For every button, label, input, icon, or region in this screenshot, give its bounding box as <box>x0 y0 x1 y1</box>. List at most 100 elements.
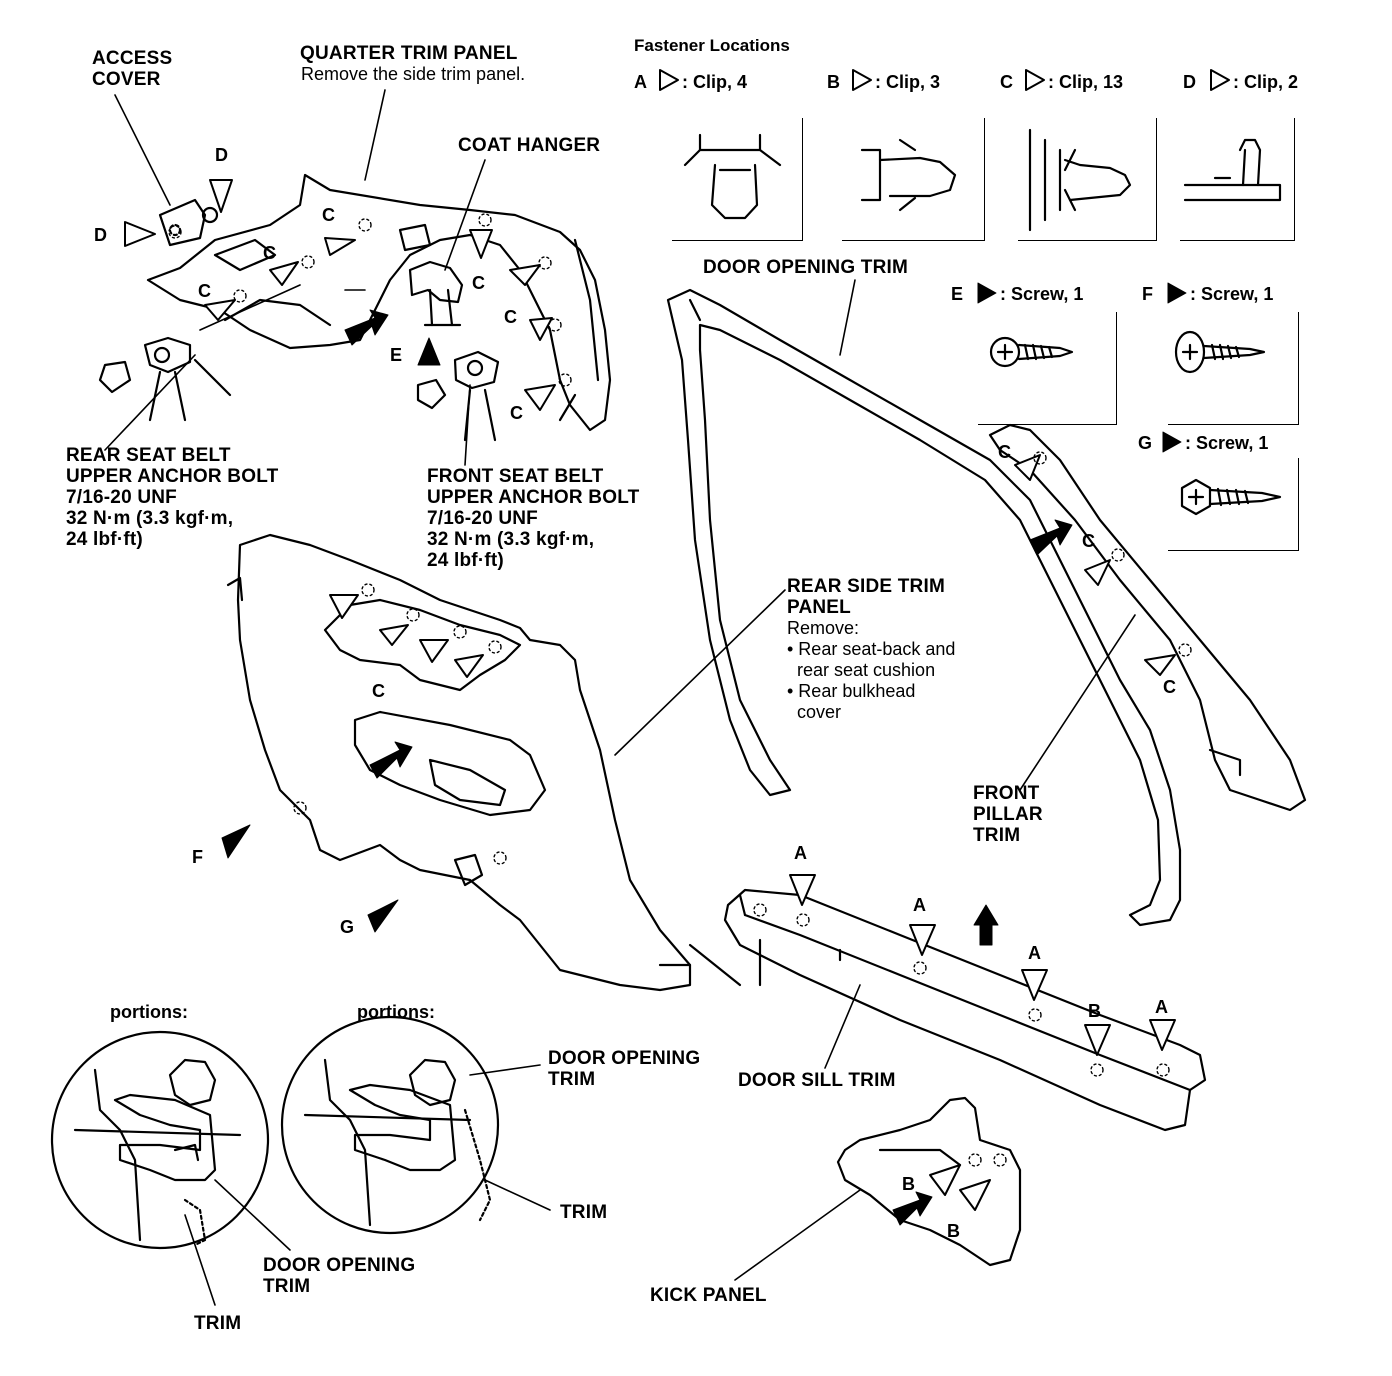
coat-hanger <box>408 260 464 327</box>
clip-a-box <box>672 118 803 241</box>
kick-panel <box>836 948 1022 1267</box>
part-letter-d: D <box>215 145 228 165</box>
screw-g-letter: G <box>1138 433 1153 453</box>
detail-left-trim-label: TRIM <box>194 1313 242 1334</box>
front-pillar-trim-label-3: TRIM <box>973 825 1021 846</box>
screw-triangles <box>221 282 1187 1226</box>
screw-f-label: : Screw, 1 <box>1190 284 1274 304</box>
part-letter-c: C <box>510 403 523 423</box>
access-cover <box>158 198 219 247</box>
door-opening-trim-label: DOOR OPENING TRIM <box>703 257 909 278</box>
clip-d-letter: D <box>1183 72 1196 92</box>
part-letter-c: C <box>1082 531 1095 551</box>
part-letter-a: A <box>794 843 807 863</box>
clip-c-letter: C <box>1000 72 1013 92</box>
screw-e-drawing <box>989 336 1074 368</box>
rear-seat-belt-anchor <box>98 336 232 422</box>
part-letter-c: C <box>472 273 485 293</box>
door-sill-trim <box>688 888 1207 1132</box>
rear-side-trim-panel-label-1: REAR SIDE TRIM <box>787 576 945 597</box>
clip-b-drawing <box>860 138 957 212</box>
rear-seat-belt-label-1: REAR SEAT BELT <box>66 445 231 466</box>
portions-right-label: portions: <box>357 1002 435 1022</box>
part-letter-c: C <box>504 307 517 327</box>
front-seat-belt-anchor <box>416 350 500 442</box>
clip-c-drawing <box>1028 128 1132 232</box>
part-letter-d: D <box>94 225 107 245</box>
door-sill-trim-label: DOOR SILL TRIM <box>738 1070 896 1091</box>
part-letter-e: E <box>390 345 403 365</box>
part-letter-c: C <box>1163 677 1176 697</box>
rear-side-trim-panel-note-1: Remove: <box>787 618 860 638</box>
clip-c-label: : Clip, 13 <box>1048 72 1124 92</box>
clip-a-label: : Clip, 4 <box>682 72 748 92</box>
rear-seat-belt-label-2: UPPER ANCHOR BOLT <box>66 466 279 487</box>
front-seat-belt-label-1: FRONT SEAT BELT <box>427 466 604 487</box>
part-letter-g: G <box>340 917 355 937</box>
front-pillar-trim-label-1: FRONT <box>973 783 1040 804</box>
clip-d-label: : Clip, 2 <box>1233 72 1299 92</box>
part-letter-c: C <box>998 442 1011 462</box>
screw-e-box <box>978 312 1117 425</box>
part-letter-c: C <box>372 681 385 701</box>
clip-b-label: : Clip, 3 <box>875 72 941 92</box>
part-letter-a: A <box>1028 943 1041 963</box>
screw-e-label: : Screw, 1 <box>1000 284 1084 304</box>
front-seat-belt-label-2: UPPER ANCHOR BOLT <box>427 487 640 508</box>
rear-side-trim-panel-label-2: PANEL <box>787 597 851 618</box>
front-pillar-trim-label-2: PILLAR <box>973 804 1043 825</box>
rear-side-trim-panel <box>226 533 692 992</box>
clip-triangles <box>124 69 1230 1211</box>
rear-side-trim-panel-note-2: • Rear seat-back and <box>787 639 956 659</box>
clip-c-box <box>1018 118 1157 241</box>
rear-side-trim-panel-note-5: cover <box>787 702 842 722</box>
detail-left-door-opening-trim-label-2: TRIM <box>263 1276 311 1297</box>
clip-d-drawing <box>1183 138 1282 202</box>
part-letter-f: F <box>192 847 203 867</box>
screw-g-label: : Screw, 1 <box>1185 433 1269 453</box>
coat-hanger-label: COAT HANGER <box>458 135 601 156</box>
fastener-legend-title: Fastener Locations <box>634 36 790 55</box>
access-cover-label-1: ACCESS <box>92 48 173 69</box>
detail-right-door-opening-trim-label-1: DOOR OPENING <box>548 1048 701 1069</box>
portions-left-label: portions: <box>110 1002 188 1022</box>
part-letter-c: C <box>198 281 211 301</box>
clip-markers <box>168 213 1192 1167</box>
rear-seat-belt-label-3: 7/16-20 UNF <box>66 487 177 508</box>
part-letter-b: B <box>1088 1001 1101 1021</box>
detail-circle-right <box>280 1015 500 1235</box>
screw-f-letter: F <box>1142 284 1153 304</box>
clip-a-letter: A <box>634 72 647 92</box>
screw-e-letter: E <box>951 284 964 304</box>
quarter-trim-panel-note: Remove the side trim panel. <box>301 64 526 84</box>
detail-right-trim-label: TRIM <box>560 1202 608 1223</box>
access-cover-label-2: COVER <box>92 69 161 90</box>
rear-seat-belt-label-5: 24 lbf·ft) <box>66 529 143 550</box>
part-letter-a: A <box>913 895 926 915</box>
rear-side-trim-panel-note-3: rear seat cushion <box>787 660 936 680</box>
part-letter-c: C <box>322 205 335 225</box>
part-letter-b: B <box>902 1174 915 1194</box>
part-letter-c: C <box>263 243 276 263</box>
screw-f-drawing <box>1174 330 1266 374</box>
front-seat-belt-label-5: 24 lbf·ft) <box>427 550 504 571</box>
clip-b-box <box>842 118 985 241</box>
part-letter-b: B <box>947 1221 960 1241</box>
detail-left-door-opening-trim-label-1: DOOR OPENING <box>263 1255 416 1276</box>
leader-lines <box>104 89 1136 1306</box>
rear-seat-belt-label-4: 32 N·m (3.3 kgf·m, <box>66 508 234 529</box>
detail-right-door-opening-trim-label-2: TRIM <box>548 1069 596 1090</box>
clip-b-letter: B <box>827 72 840 92</box>
screw-g-box <box>1168 458 1299 551</box>
kick-panel-label: KICK PANEL <box>650 1285 767 1306</box>
rear-side-trim-panel-note-4: • Rear bulkhead <box>787 681 916 701</box>
clip-a-drawing <box>683 133 782 220</box>
front-pillar-trim <box>988 423 1307 812</box>
front-seat-belt-label-3: 7/16-20 UNF <box>427 508 538 529</box>
screw-f-box <box>1168 312 1299 425</box>
screw-g-drawing <box>1180 478 1282 516</box>
front-seat-belt-label-4: 32 N·m (3.3 kgf·m, <box>427 529 595 550</box>
clip-d-box <box>1180 118 1295 241</box>
